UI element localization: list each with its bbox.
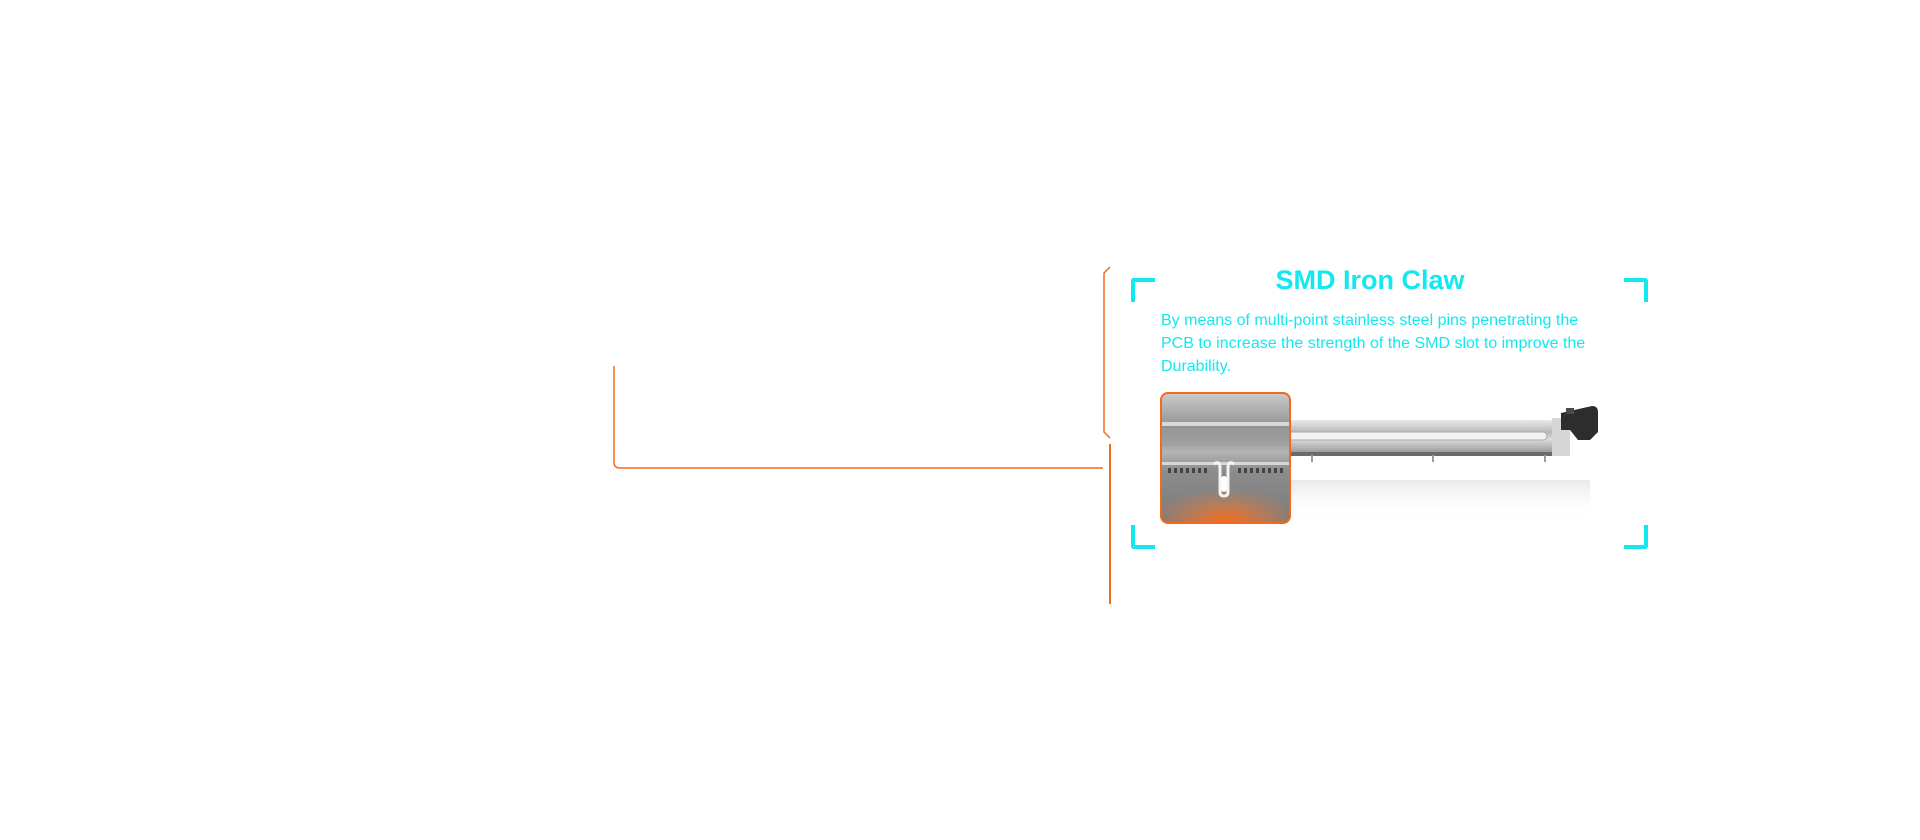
corner-bracket-top-right-icon <box>1624 278 1648 302</box>
feature-title: SMD Iron Claw <box>1275 265 1465 295</box>
feature-description: By means of multi-point stainless steel … <box>1161 312 1586 375</box>
corner-bracket-bottom-left-icon <box>1131 525 1155 549</box>
corner-bracket-bottom-right-icon <box>1624 525 1648 549</box>
callout-line-left <box>613 366 1103 469</box>
zoomed-pin-detail-image <box>1160 392 1291 524</box>
corner-bracket-top-left-icon <box>1131 278 1155 302</box>
pin-detail-illustration <box>1162 422 1289 522</box>
callout-line-upper <box>1103 266 1111 439</box>
